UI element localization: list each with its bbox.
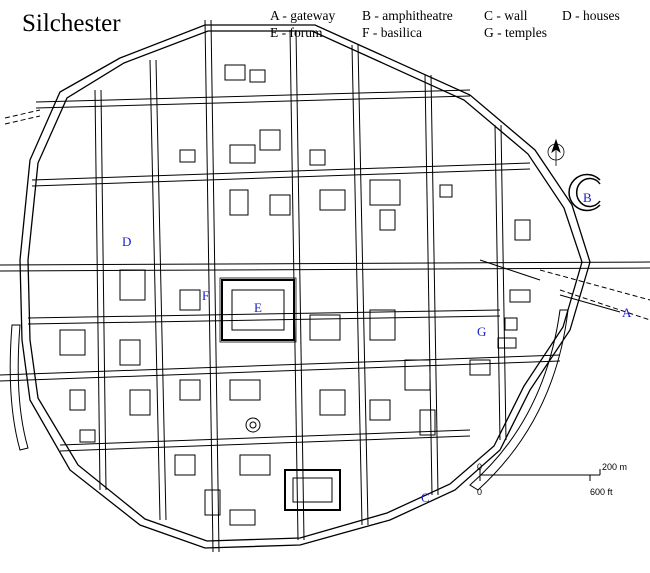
town-wall xyxy=(19,24,591,549)
forum-structure xyxy=(219,277,297,343)
street-grid xyxy=(0,19,650,553)
legend-basilica: F - basilica xyxy=(362,25,422,40)
outer-earthwork-east xyxy=(469,309,569,491)
scale-bar xyxy=(479,469,601,481)
outer-earthwork xyxy=(9,324,29,451)
legend-amphitheatre: B - amphitheatre xyxy=(362,8,453,23)
map-label-f: F xyxy=(202,288,210,303)
compass-north-icon xyxy=(547,138,565,166)
house-blocks xyxy=(59,64,531,526)
map-label-c: C xyxy=(421,490,430,505)
map-label-a: A xyxy=(622,305,632,320)
scale-metric: 200 m xyxy=(602,462,628,472)
scale-zero-top: 0 xyxy=(477,462,483,472)
map-title: Silchester xyxy=(22,10,121,37)
scale-imperial: 600 ft xyxy=(590,487,613,497)
map-label-g: G xyxy=(477,324,487,339)
gateway-structure xyxy=(479,259,621,349)
legend-gateway: A - gateway xyxy=(270,8,336,23)
temple-south xyxy=(284,469,341,511)
legend-temples: G - temples xyxy=(484,25,547,40)
amphitheatre xyxy=(568,173,601,212)
map-label-d: D xyxy=(122,234,132,249)
scale-zero-bottom: 0 xyxy=(477,487,483,497)
map-label-b: B xyxy=(583,190,592,205)
legend-forum: E - forum xyxy=(270,25,323,40)
legend-wall: C - wall xyxy=(484,8,528,23)
legend-houses: D - houses xyxy=(562,8,620,23)
external-roads xyxy=(4,109,650,321)
map-label-e: E xyxy=(254,300,262,315)
circular-temple xyxy=(245,417,261,433)
